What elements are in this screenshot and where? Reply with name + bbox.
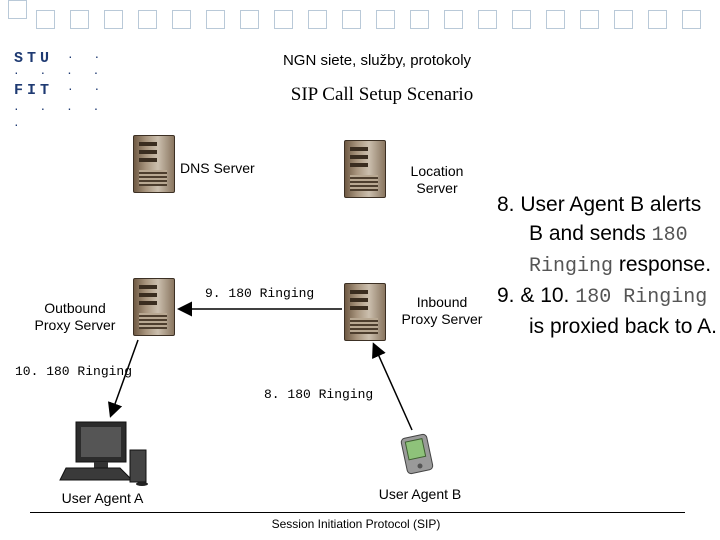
inbound-proxy-label-line2: Proxy Server (401, 311, 483, 327)
outbound-proxy-label-line2: Proxy Server (34, 317, 116, 333)
stu-fit-logo: STU · · · · · · · FIT · · · · · · · (10, 48, 110, 132)
dns-server-icon (133, 135, 175, 193)
explanation-item-8-code: 180 Ringing (529, 224, 688, 278)
explanation-item-9-10: 9. & 10. 180 Ringing is proxied back to … (497, 281, 717, 341)
outbound-proxy-label-line1: Outbound (44, 300, 106, 316)
logo-dots-3: · · (68, 80, 109, 96)
header-decoration-grid (0, 0, 720, 40)
slide-title: SIP Call Setup Scenario (290, 84, 474, 105)
explanation-item-9-10-code: 180 Ringing (575, 286, 708, 309)
computer-icon (59, 421, 148, 486)
dns-server-label: DNS Server (180, 160, 255, 176)
location-server-label-line2: Server (416, 180, 458, 196)
logo-dots-1: · · (68, 48, 109, 64)
arrow-msg10 (108, 339, 139, 418)
logo-dots-2: · · · · · (14, 64, 108, 96)
user-agent-b-label: User Agent B (378, 486, 462, 502)
explanation-item-9-10-text: 9. & 10. (497, 284, 576, 307)
location-server-label-line1: Location (410, 163, 464, 179)
explanation-item-8-text: 8. User Agent B alerts B and sends (497, 193, 702, 245)
logo-row1: STU (14, 50, 54, 67)
footer-divider (30, 512, 685, 513)
footer-text: Session Initiation Protocol (SIP) (271, 517, 441, 531)
explanation-item-8-suffix: response. (613, 253, 712, 276)
header-text: NGN siete, služby, protokoly (282, 52, 472, 69)
user-agent-a-label: User Agent A (61, 490, 144, 506)
explanation-list: 8. User Agent B alerts B and sends 180 R… (497, 190, 717, 341)
outbound-proxy-server-icon (133, 278, 175, 336)
pda-phone-icon (400, 433, 434, 475)
explanation-item-8: 8. User Agent B alerts B and sends 180 R… (497, 190, 717, 281)
message-10-label: 10. 180 Ringing (15, 364, 133, 379)
message-9-label: 9. 180 Ringing (205, 286, 315, 301)
location-server-label: Location Server (397, 163, 477, 197)
explanation-item-9-10-suffix: is proxied back to A. (529, 315, 717, 338)
logo-row3: FIT (14, 82, 54, 99)
arrow-msg8 (372, 342, 413, 431)
inbound-proxy-label-line1: Inbound (416, 294, 468, 310)
inbound-proxy-label: Inbound Proxy Server (392, 294, 492, 328)
outbound-proxy-label: Outbound Proxy Server (20, 300, 130, 334)
logo-dots-4: · · · · · (14, 100, 108, 132)
message-8-label: 8. 180 Ringing (264, 387, 374, 402)
location-server-icon (344, 140, 386, 198)
inbound-proxy-server-icon (344, 283, 386, 341)
